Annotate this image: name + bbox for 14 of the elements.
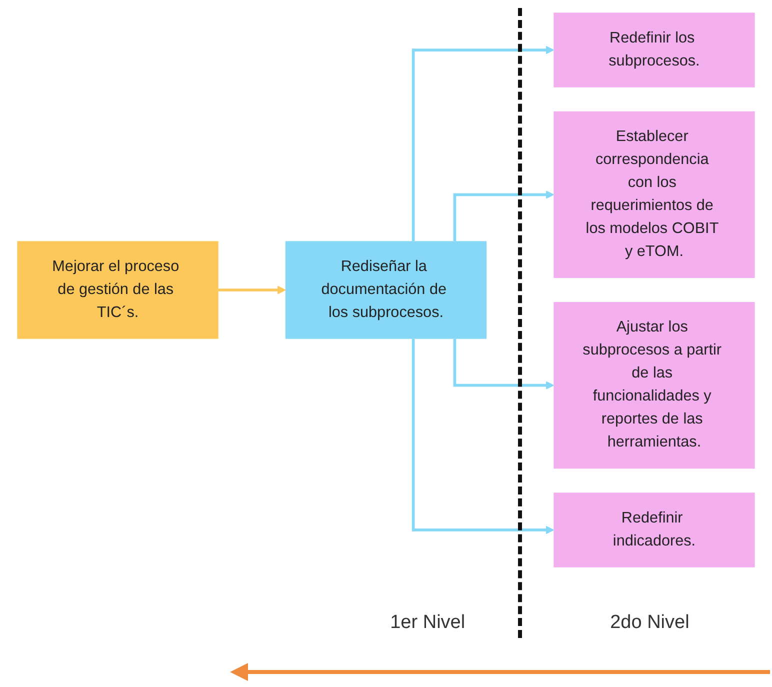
arrow [453, 338, 554, 390]
level-label: 2do Nivel [610, 612, 690, 634]
arrow [412, 338, 554, 534]
node-box [554, 12, 755, 88]
level-label: 1er Nivel [390, 612, 466, 634]
arrow [216, 286, 286, 294]
arrow [453, 190, 554, 242]
node-box [285, 241, 487, 339]
flowchart: Mejorar el proceso de gestión de las TIC´s. Rediseñar la documentación de los subprocesos. Redefinir los subprocesos. Establecer correspondencia con los requerimientos de los modelos COBIT y eTOM. Ajustar los subprocesos a partir de las funcionalidades y reportes de las herramientas. Redefinir indicadores. [6, 5, 766, 575]
arrow [412, 46, 554, 242]
node-box [554, 492, 755, 568]
node-box [554, 111, 755, 278]
node-box [554, 302, 755, 469]
node-box [17, 241, 218, 339]
